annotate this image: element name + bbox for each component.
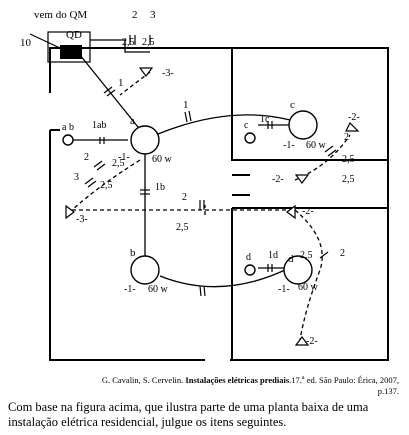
outlet-bottom <box>294 336 310 346</box>
source-edition: .17. <box>289 374 302 385</box>
label-minus2-right-top: -2- <box>348 112 360 123</box>
outlet-mid-left <box>294 174 310 184</box>
outlet-left <box>65 204 75 220</box>
outlet-top <box>138 67 154 77</box>
label-60w-c: 60 w <box>306 140 327 151</box>
electrical-floor-plan: vem do QM 10 QD 2 3 2,5 2,5 -3- 1 a b 1a… <box>20 9 389 361</box>
panel-qd-block <box>60 45 82 59</box>
label-top-3: 3 <box>150 9 156 21</box>
label-60w-b: 60 w <box>148 284 169 295</box>
lamp-d <box>283 255 313 285</box>
outlets <box>65 67 360 346</box>
label-60w-a: 60 w <box>152 154 173 165</box>
label-d: d <box>288 253 294 265</box>
label-top-25b: 2,5 <box>142 37 155 48</box>
lamp-b <box>130 255 160 285</box>
label-25-3: 2,5 <box>176 222 189 233</box>
label-minus3-left: -3- <box>76 214 88 225</box>
lamps <box>62 110 318 285</box>
label-ab: a b <box>62 122 74 133</box>
label-minus2-mid-left: -2- <box>272 174 284 185</box>
label-25-2: 2,5 <box>100 180 113 191</box>
label-circuit-10: 10 <box>20 37 32 49</box>
outlet-right-top <box>345 121 360 132</box>
label-minus1-d: -1- <box>278 284 290 295</box>
label-c-switch: c <box>244 120 249 131</box>
label-1ab: 1ab <box>92 120 106 131</box>
label-top-2: 2 <box>132 9 138 21</box>
label-three-left: 3 <box>74 172 79 183</box>
label-25-6: 2,5 <box>300 250 313 261</box>
label-top-25a: 2,5 <box>122 37 135 48</box>
label-c: c <box>290 99 295 111</box>
source-rest: ed. São Paulo: Érica, 2007, p.137. <box>306 374 399 396</box>
label-1c: 1c <box>260 114 270 125</box>
label-25-1: 2,5 <box>112 158 125 169</box>
label-one-top: 1 <box>118 77 124 89</box>
source-title: Instalações elétricas prediais <box>185 374 290 385</box>
source-edition-sup: a <box>301 375 305 381</box>
label-panel-qd: QD <box>66 29 82 41</box>
lamp-c <box>288 110 318 140</box>
label-60w-d: 60 w <box>298 282 319 293</box>
label-minus2-mid-right: -2- <box>302 206 314 217</box>
switch-c <box>244 132 256 144</box>
label-a: a <box>130 115 135 127</box>
label-from-meter: vem do QM <box>34 9 87 21</box>
feeder-line <box>29 33 61 49</box>
label-one-mid: 1 <box>183 99 189 111</box>
switch-ab <box>62 134 74 146</box>
wire-ticks <box>84 35 337 297</box>
label-two-right-bottom: 2 <box>340 248 345 259</box>
label-two-mid: 2 <box>182 192 187 203</box>
diagram-labels: vem do QM 10 QD 2 3 2,5 2,5 -3- 1 a b 1a… <box>20 9 360 347</box>
panel-box <box>47 31 91 63</box>
label-minus1-a: -1- <box>118 152 130 163</box>
label-1d: 1d <box>268 250 278 261</box>
label-minus3-top: -3- <box>162 68 174 79</box>
label-b: b <box>130 247 136 259</box>
outlet-mid-right <box>286 204 296 220</box>
label-minus2-bottom: -2- <box>306 336 318 347</box>
switch-d <box>244 264 256 276</box>
label-1b: 1b <box>155 182 165 193</box>
label-minus1-c: -1- <box>283 140 295 151</box>
walls <box>49 47 389 361</box>
label-d-switch: d <box>246 252 251 263</box>
question-text: Com base na figura acima, que ilustra pa… <box>8 400 369 429</box>
label-two-left: 2 <box>84 152 89 163</box>
source-citation: G. Cavalin, S. Cervelin. Instalações elé… <box>99 373 399 397</box>
label-25-5: 2,5 <box>342 174 355 185</box>
label-minus1-b: -1- <box>124 284 136 295</box>
source-authors: G. Cavalin, S. Cervelin. <box>101 374 184 385</box>
label-two-right: 2 <box>344 132 349 143</box>
dashed-circuits <box>71 71 351 341</box>
conduits <box>72 39 291 288</box>
lamp-a <box>130 125 160 155</box>
label-25-4: 2,5 <box>342 154 355 165</box>
